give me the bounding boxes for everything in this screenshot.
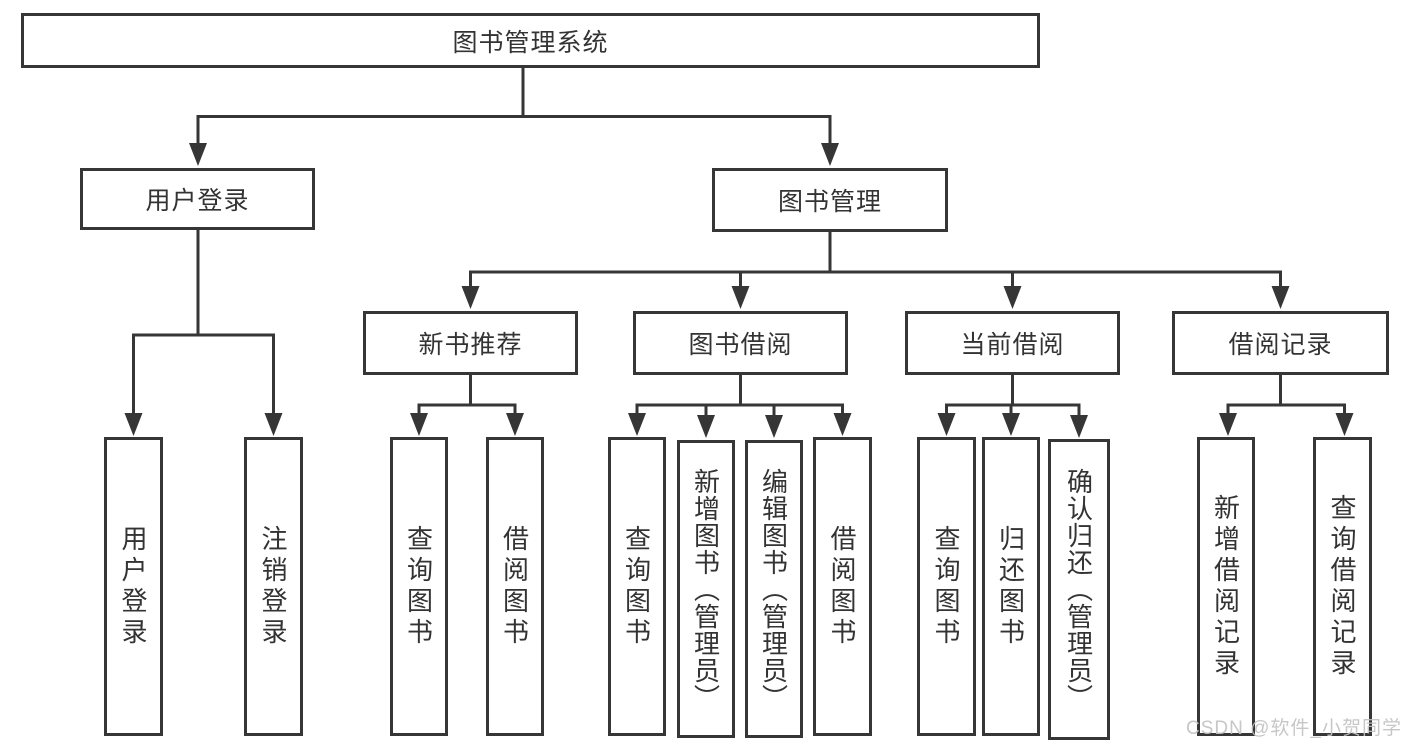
leaf-query-books-recommend: 查询图书 (390, 437, 448, 736)
node-book-borrow: 图书借阅 (633, 311, 848, 375)
leaf-add-borrow-record: 新增借阅记录 (1197, 437, 1255, 736)
leaf-borrow-books-recommend: 借阅图书 (486, 437, 544, 736)
node-user-login: 用户登录 (80, 168, 315, 230)
leaf-query-books-current: 查询图书 (917, 437, 976, 736)
node-book-management: 图书管理 (712, 168, 948, 232)
arrowhead-icons (124, 143, 1354, 438)
tree-edges (132, 66, 1346, 418)
leaf-confirm-return-admin: 确认归还（管理员） (1048, 439, 1110, 740)
leaf-logout: 注销登录 (244, 437, 303, 736)
node-new-book-recommend: 新书推荐 (363, 311, 578, 375)
leaf-query-borrow-record: 查询借阅记录 (1313, 437, 1372, 736)
node-root-library-system: 图书管理系统 (21, 13, 1040, 68)
leaf-edit-books-admin: 编辑图书（管理员） (745, 440, 803, 738)
leaf-query-books-borrow: 查询图书 (608, 437, 666, 736)
csdn-watermark: CSDN @软件_小贺同学 (1186, 718, 1402, 739)
node-borrow-records: 借阅记录 (1172, 311, 1389, 375)
leaf-add-books-admin: 新增图书（管理员） (677, 440, 735, 738)
leaf-borrow-books: 借阅图书 (813, 437, 872, 736)
node-current-borrow: 当前借阅 (905, 311, 1120, 375)
leaf-return-books: 归还图书 (982, 437, 1040, 736)
leaf-user-login: 用户登录 (104, 437, 163, 736)
